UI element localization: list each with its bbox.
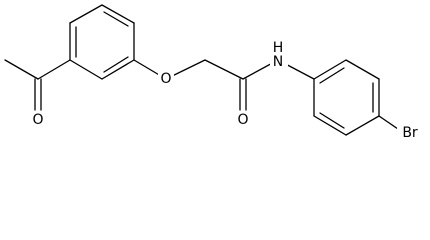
- bond-ring-bromine: [378, 115, 399, 130]
- ring1-inner-3: [103, 56, 129, 73]
- amide-nh-bg: [270, 42, 288, 70]
- atom-labels: O O O H N Br: [30, 40, 421, 142]
- amide-nitrogen-label: N: [273, 54, 283, 70]
- ether-oxygen-bg: [158, 70, 174, 88]
- bond-ch2-amide-c: [204, 59, 244, 80]
- bond-carbonyl-ring: [37, 59, 71, 80]
- ring1-bond-2: [69, 4, 103, 24]
- ring2-bond-4: [345, 115, 380, 136]
- bond-methyl-carbonyl: [4, 59, 39, 80]
- ring1-bond-5: [101, 59, 135, 80]
- ring2-bond-2: [345, 59, 380, 80]
- ring2-bond-1: [313, 59, 347, 80]
- ketone-oxygen-bg: [30, 111, 46, 129]
- ring2-inner-3: [319, 112, 345, 129]
- molecule-structure: O O O H N Br: [4, 4, 421, 142]
- amide-oxygen-bg: [235, 111, 251, 129]
- ketone-oxygen-label: O: [32, 112, 43, 128]
- bromine-label: Br: [402, 125, 418, 141]
- bonds: [4, 4, 399, 136]
- ring1-inner-2: [103, 11, 129, 27]
- amide-oxygen-label: O: [237, 112, 248, 128]
- ring1-bond-3: [101, 4, 135, 24]
- amide-hydrogen-label: H: [273, 40, 284, 56]
- ring2-bond-5: [313, 115, 347, 136]
- ring2-inner-1: [319, 67, 345, 84]
- bromine-bg: [397, 122, 421, 142]
- ether-oxygen-label: O: [160, 71, 171, 87]
- ring1-bond-6: [69, 59, 103, 80]
